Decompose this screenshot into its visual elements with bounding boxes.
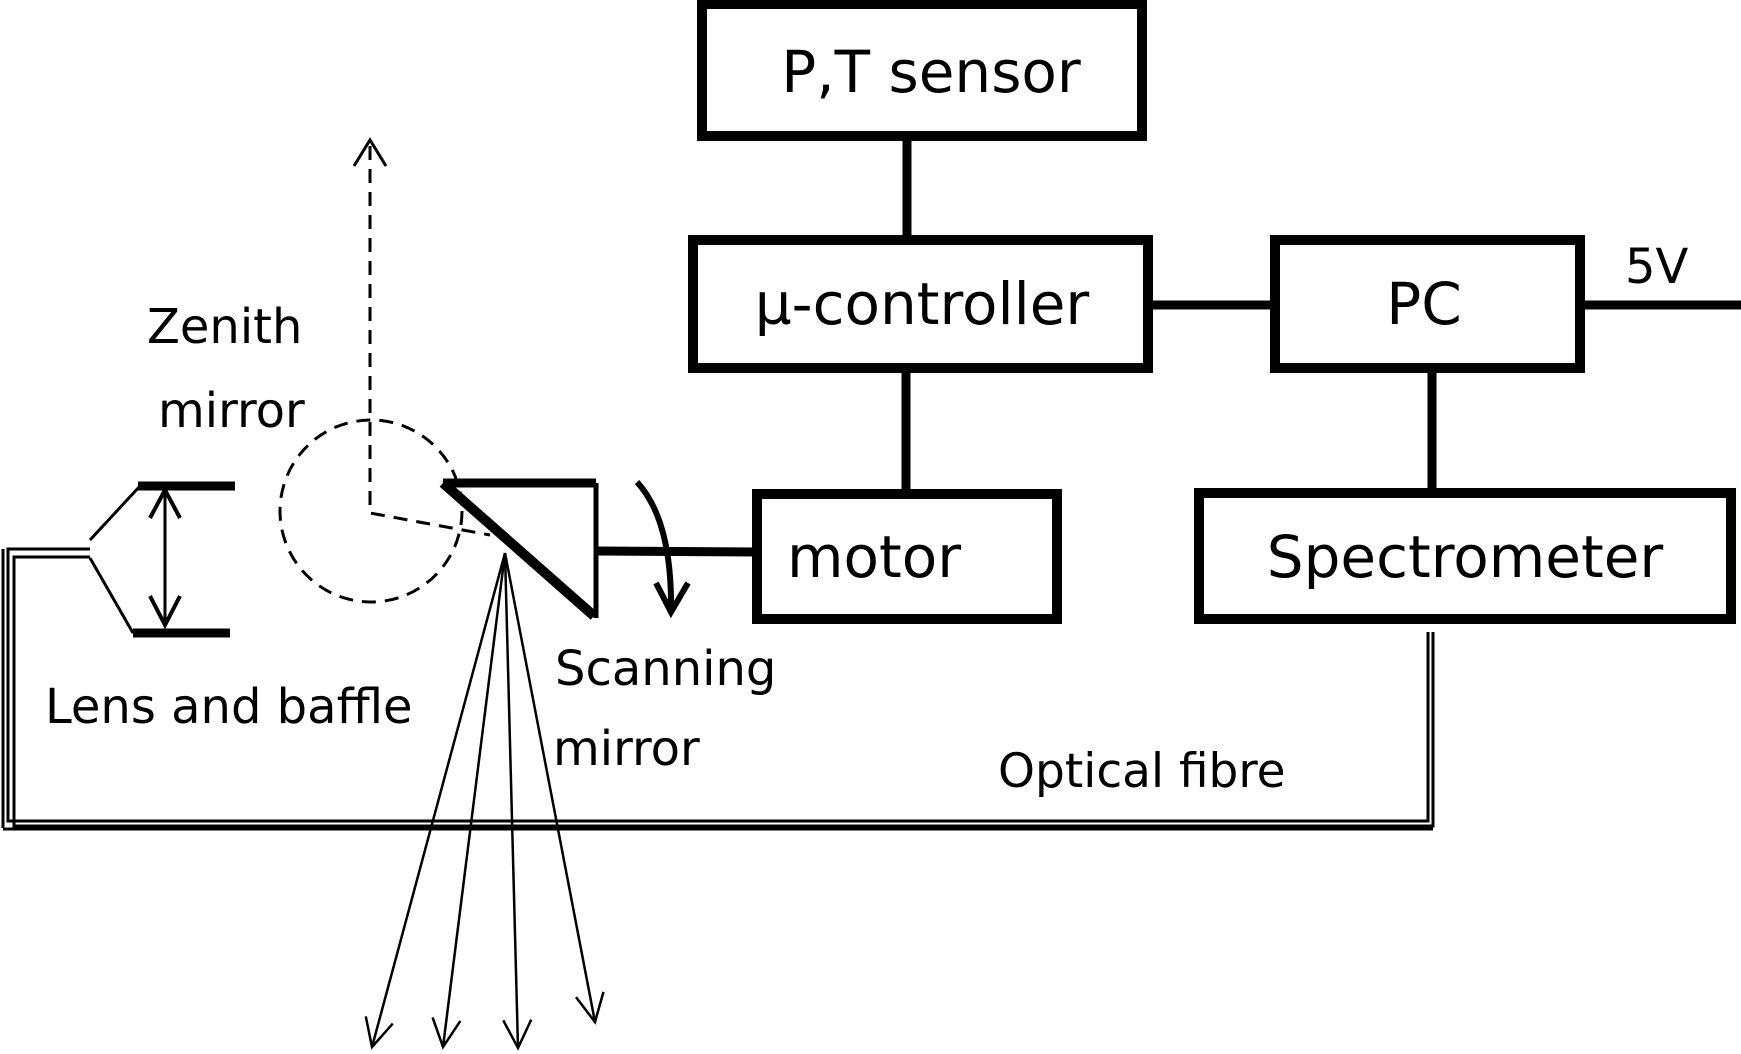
lens-label: Lens and baffle [45, 679, 413, 735]
micro-controller-label: µ-controller [755, 270, 1090, 338]
scanning-label-line2: mirror [553, 721, 700, 777]
motor-shaft [597, 546, 758, 557]
scan-ray-arrow-icon [431, 1017, 462, 1050]
spectrometer-label: Spectrometer [1267, 523, 1664, 591]
scan-ray-arrow-icon [364, 1016, 394, 1050]
scan-ray [503, 552, 520, 1049]
scan-ray [370, 552, 507, 1048]
motor-label: motor [787, 523, 961, 591]
pt-sensor-block: P,T sensor [697, 0, 1147, 141]
zenith-arrow-head-icon [352, 137, 388, 167]
motor-box [752, 489, 1062, 624]
zenith-mirror [278, 137, 491, 604]
pt-sensor-box [697, 0, 1147, 141]
scan-rays [364, 552, 605, 1051]
zenith-mirror-circle [278, 418, 464, 604]
spectrometer-block: Spectrometer [1194, 488, 1736, 624]
zenith-label-line1: Zenith [147, 299, 302, 355]
spectrometer-box [1194, 488, 1736, 624]
fibre-label: Optical fibre [998, 744, 1286, 799]
pt-sensor-label: P,T sensor [781, 38, 1081, 106]
zenith-light-path [368, 146, 491, 537]
scan-ray-arrow-icon [502, 1019, 533, 1051]
pc-block: PC [1270, 235, 1585, 373]
scan-ray [503, 552, 597, 1023]
optical-fibre [1, 547, 1435, 831]
lens-cone-top [88, 484, 142, 542]
pc-label: PC [1386, 270, 1461, 338]
scanning-mirror [439, 478, 599, 620]
micro-controller-box [688, 235, 1153, 373]
lens-arrow-down-icon [148, 595, 182, 630]
rotation-arrow-icon [634, 479, 691, 619]
lens-arrow-up-icon [148, 485, 182, 519]
scanning-mirror-face [439, 479, 598, 620]
micro-controller-block: µ-controller [688, 235, 1153, 373]
motor-block: motor [752, 489, 1062, 624]
lens-and-baffle [88, 481, 235, 638]
zenith-label-line2: mirror [158, 383, 305, 439]
lens-cone-bottom [88, 557, 135, 634]
scan-ray-arrow-icon [574, 991, 605, 1025]
power-label: 5V [1625, 239, 1689, 295]
scanning-label-line1: Scanning [555, 641, 776, 697]
scan-ray [441, 552, 507, 1048]
